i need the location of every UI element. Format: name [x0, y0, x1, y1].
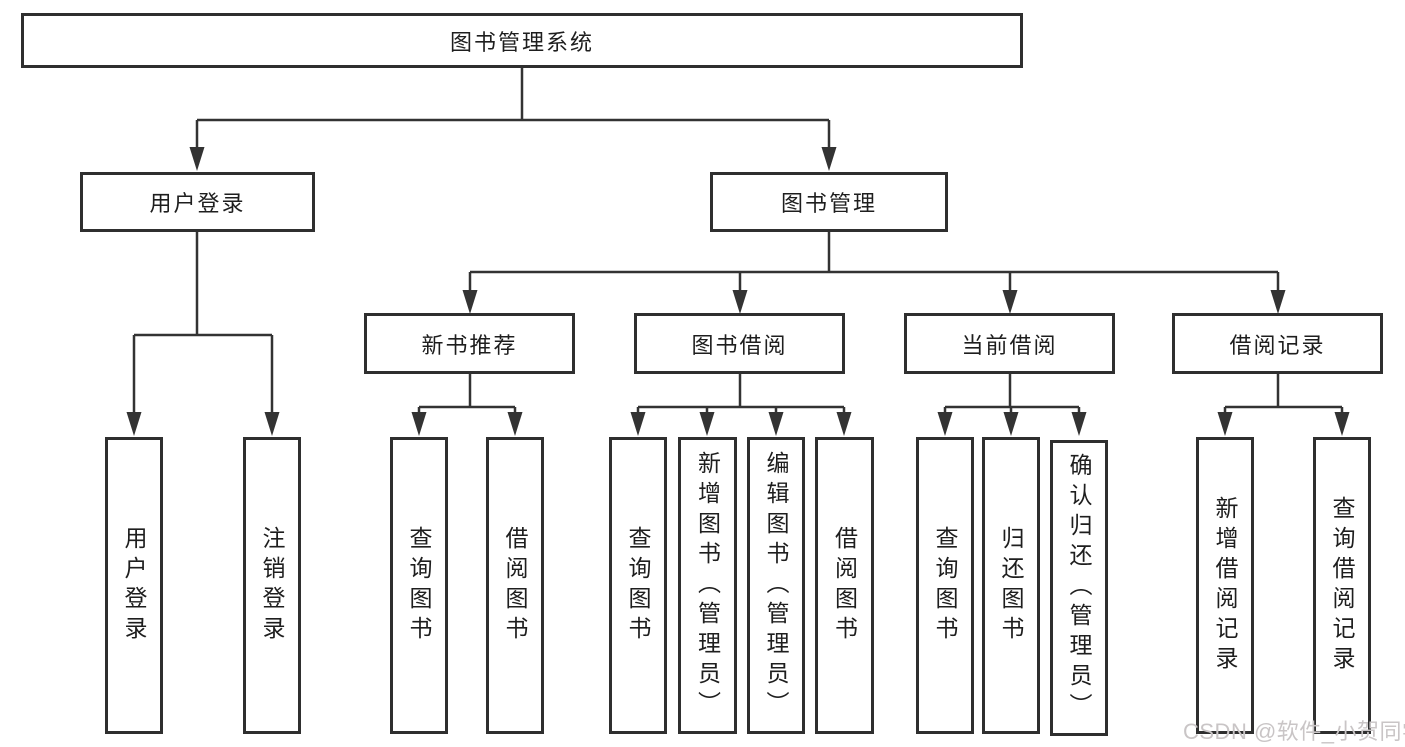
leaf-query-book-3: 查询图书 [916, 437, 974, 734]
node-user-login-label: 用户登录 [149, 191, 246, 216]
leaf-return-book-label: 归还图书 [998, 525, 1024, 646]
csdn-watermark: CSDN @软件_小贺同学 [1183, 719, 1405, 744]
leaf-add-borrow-record: 新增借阅记录 [1196, 437, 1254, 734]
node-root-label: 图书管理系统 [449, 29, 594, 55]
leaf-add-book-admin-label: 新增图书（管理员） [694, 450, 721, 721]
leaf-query-book-1-label: 查询图书 [406, 525, 432, 646]
node-book-management-label: 图书管理 [780, 191, 877, 216]
leaf-logout-label: 注销登录 [259, 525, 285, 646]
leaf-query-borrow-record: 查询借阅记录 [1313, 437, 1371, 734]
leaf-query-book-1: 查询图书 [390, 437, 448, 734]
leaf-query-book-2-label: 查询图书 [625, 525, 651, 646]
node-new-book-recommend-label: 新书推荐 [421, 332, 518, 358]
leaf-confirm-return-admin: 确认归还（管理员） [1050, 440, 1108, 736]
node-current-borrow: 当前借阅 [904, 313, 1115, 374]
leaf-query-book-3-label: 查询图书 [932, 525, 958, 646]
leaf-add-borrow-record-label: 新增借阅记录 [1212, 495, 1238, 676]
leaf-query-borrow-record-label: 查询借阅记录 [1329, 495, 1355, 676]
leaf-add-book-admin: 新增图书（管理员） [678, 437, 737, 734]
node-current-borrow-label: 当前借阅 [961, 332, 1058, 358]
leaf-edit-book-admin-label: 编辑图书（管理员） [763, 450, 789, 721]
node-book-borrow: 图书借阅 [634, 313, 845, 374]
node-user-login: 用户登录 [80, 172, 315, 232]
leaf-query-book-2: 查询图书 [609, 437, 667, 734]
leaf-user-login: 用户登录 [105, 437, 163, 734]
node-borrow-records: 借阅记录 [1172, 313, 1383, 374]
node-root: 图书管理系统 [21, 13, 1023, 68]
leaf-borrow-book-2-label: 借阅图书 [831, 525, 858, 646]
node-borrow-records-label: 借阅记录 [1229, 332, 1326, 358]
node-book-management: 图书管理 [710, 172, 948, 232]
leaf-logout: 注销登录 [243, 437, 301, 734]
leaf-borrow-book-2: 借阅图书 [815, 437, 874, 734]
leaf-return-book: 归还图书 [982, 437, 1040, 734]
leaf-borrow-book-1-label: 借阅图书 [502, 525, 528, 646]
leaf-borrow-book-1: 借阅图书 [486, 437, 544, 734]
leaf-confirm-return-admin-label: 确认归还（管理员） [1066, 453, 1092, 723]
leaf-user-login-label: 用户登录 [121, 525, 147, 646]
leaf-edit-book-admin: 编辑图书（管理员） [747, 437, 805, 734]
node-new-book-recommend: 新书推荐 [364, 313, 575, 374]
node-book-borrow-label: 图书借阅 [691, 332, 788, 358]
